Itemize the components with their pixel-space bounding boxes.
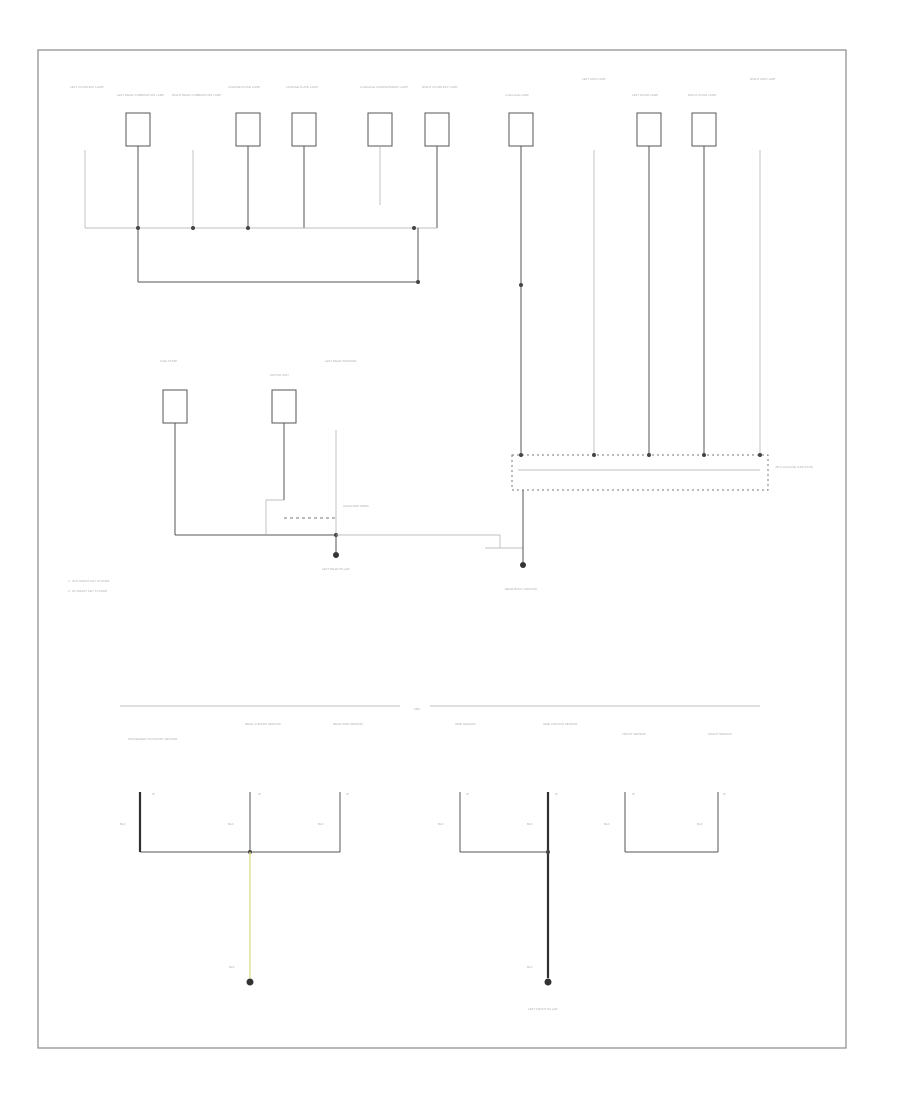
wire-color-label-5: BLK [527,822,533,826]
connector-tag-6: W [632,792,635,796]
label-shielded-wire: (SHIELDED WIRE) [343,504,369,508]
component-right-door-lamp [691,112,717,147]
wire-color-label-9: BLK [527,965,533,969]
label-passenger-occupant-sensor: PASSENGER OCCUPANT SENSOR [128,737,178,741]
ground-left-front-pillar [544,978,552,986]
label-rear-side-sensor: REAR SIDE SENSOR [333,722,364,726]
wire-color-label-1: BLK [120,822,126,826]
wire-color-label-3: BLK [318,822,324,826]
splice-2 [191,226,195,230]
ground-rear-body [520,562,526,568]
wire-color-label-2: BLK [228,822,234,826]
splice-4 [412,226,416,230]
label-rear-curtain-sensor: REAR CURTAIN SENSOR [245,722,282,726]
junction-pin-5 [758,453,762,457]
component-luggage-compartment-lamp [367,112,393,147]
junction-block [511,454,769,491]
component-right-courtesy-lamp [424,112,450,147]
junction-pin-2 [592,453,596,457]
label-left-map-lamp: LEFT MAP LAMP [582,77,606,81]
junction-pin-4 [702,453,706,457]
wire-color-label-4: BLK [438,822,444,826]
connector-tag-1: W [152,792,155,796]
top-lamp-circuit: LEFT COURTESY LAMP LEFT REAR COMBINATION… [70,77,776,455]
label-left-rear-combination-lamp: LEFT REAR COMBINATION LAMP [117,93,164,97]
label-junction-block: J/B (LUGGAGE JUNCTION) [775,465,813,469]
component-motor-unit [271,389,297,424]
connector-tag-3: W [346,792,349,796]
label-right-courtesy-lamp: RIGHT COURTESY LAMP [422,85,458,89]
ground-left-rear-pillar [333,552,339,558]
label-left-courtesy-lamp: LEFT COURTESY LAMP [70,85,104,89]
legend-line-1: 1 : W/O SMART KEY SYSTEM [68,579,110,583]
connector-tag-2: W [258,792,261,796]
splice-6 [519,283,523,287]
section-marker: ABS [414,707,420,711]
label-right-door-lamp: RIGHT DOOR LAMP [688,93,716,97]
label-ground-rear-body: REAR BODY GROUND [505,587,538,591]
label-motor-unit: MOTOR UNIT [270,373,289,377]
junction-pin-3 [647,453,651,457]
component-left-door-lamp [636,112,662,147]
label-right-rear-combination-lamp: RIGHT REAR COMBINATION LAMP [172,93,221,97]
connector-tag-4: W [466,792,469,796]
label-side-curtain-sensor: SIDE CURTAIN SENSOR [543,722,578,726]
wire-color-label-7: BLK [697,822,703,826]
label-luggage-lamp: LUGGAGE LAMP [505,93,529,97]
splice-3 [246,226,250,230]
splice-5 [416,280,420,284]
wire-color-label-8: BLK [229,965,235,969]
label-ground-left-front-pillar: LEFT FRONT PILLAR [528,1007,558,1011]
label-left-door-lamp: LEFT DOOR LAMP [632,93,658,97]
label-ground-left-rear-pillar: LEFT REAR PILLAR [322,567,350,571]
label-license-plate-lamp-2: LICENSE PLATE LAMP [286,85,318,89]
label-fuel-pump: FUEL PUMP [160,359,177,363]
label-side-sensor: SIDE SENSOR [455,722,476,726]
label-front-sensor-1: FRONT SENSOR [622,732,647,736]
label-front-sensor-2: FRONT SENSOR [708,732,733,736]
component-license-plate-lamp-1 [235,112,261,147]
ground-bottom-left [246,978,254,986]
connector-tag-7: W [723,792,726,796]
label-luggage-compartment-lamp: LUGGAGE COMPARTMENT LAMP [360,85,408,89]
splice-9 [546,850,550,854]
middle-ground-circuit: FUEL PUMP MOTOR UNIT LEFT REAR SPEAKER (… [68,359,813,593]
component-license-plate-lamp-2 [291,112,317,147]
bottom-sensor-circuit: ABS PASSENGER OCCUPANT SENSOR REAR CURTA… [120,705,760,1011]
connector-tag-5: W [555,792,558,796]
legend-line-2: 2 : W/ SMART KEY SYSTEM [68,589,108,593]
label-right-map-lamp: RIGHT MAP LAMP [750,77,776,81]
component-luggage-lamp [508,112,534,147]
junction-pin-1 [519,453,523,457]
label-left-rear-speaker: LEFT REAR SPEAKER [325,359,357,363]
label-license-plate-lamp-1: LICENSE PLATE LAMP [228,85,260,89]
wire-color-label-6: BLK [604,822,610,826]
component-fuel-pump [162,389,188,424]
component-left-rear-combination-lamp [125,112,151,147]
diagram-frame [37,49,847,1049]
